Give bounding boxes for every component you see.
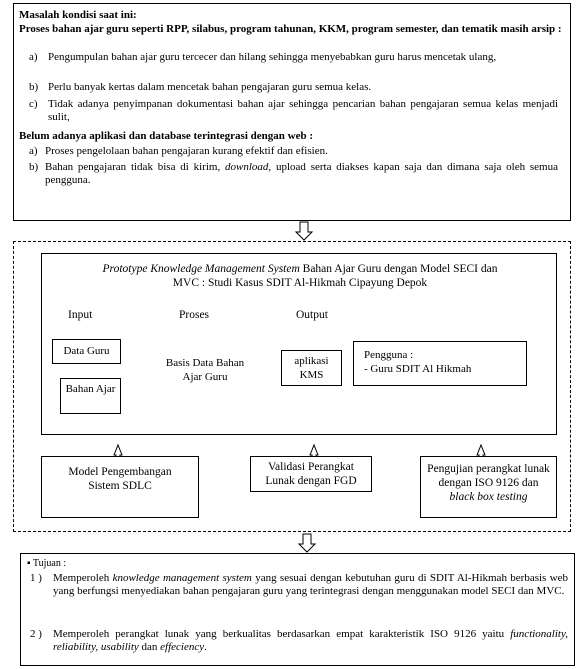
hollow-down-arrow-2	[297, 533, 317, 553]
problem-item-marker: a)	[29, 51, 38, 63]
problem-item: Perlu banyak kertas dalam mencetak bahan…	[48, 81, 372, 93]
framework-title-italic: Prototype Knowledge Management System	[102, 263, 300, 275]
problem-item-marker: c)	[29, 98, 38, 110]
user-title: Pengguna :	[364, 349, 414, 361]
label-output: Output	[296, 309, 328, 321]
goal2-text-before: Memperoleh perangkat lunak yang berkuali…	[53, 628, 511, 640]
user-item: - Guru SDIT Al Hikmah	[364, 363, 472, 375]
problem2-text-italic: download	[225, 161, 269, 173]
user-box	[353, 341, 527, 386]
problem2-item: Proses pengelolaan bahan pengajaran kura…	[45, 145, 328, 157]
label-input: Input	[68, 309, 93, 321]
problem-subtitle: Proses bahan ajar guru seperti RPP, sila…	[19, 23, 562, 35]
goal-heading-text: Tujuan :	[32, 558, 67, 569]
sdlc-box: Model Pengembangan Sistem SDLC	[41, 456, 199, 518]
goal-text-after: yang sesuai dengan kebutuhan guru di SDI…	[53, 572, 569, 597]
goal-heading: ▪ Tujuan :	[27, 557, 66, 570]
fgd-validation-box: Validasi Perangkat Lunak dengan FGD	[250, 456, 372, 492]
problem-item: Tidak adanya penyimpanan dokumentasi bah…	[48, 98, 558, 123]
framework-title-rest: Bahan Ajar Guru dengan Model SECI dan MV…	[172, 263, 498, 289]
iso-testing-text: Pengujian perangkat lunak dengan ISO 912…	[427, 463, 550, 489]
goal2-text-italic: functionality, reliability, usability	[53, 628, 568, 653]
data-guru-box: Data Guru	[52, 339, 121, 364]
hollow-down-arrow-1	[294, 221, 314, 241]
problem-box	[13, 3, 571, 221]
bahan-ajar-box: Bahan Ajar	[60, 378, 121, 414]
goal2-text-after: .	[204, 641, 207, 653]
problem2-item-marker: a)	[29, 145, 38, 157]
iso-testing-italic: black box testing	[449, 491, 528, 503]
problem2-text-before: Bahan pengajaran tidak bisa di kirim,	[45, 161, 225, 173]
goal-item-marker: 1 )	[30, 572, 42, 584]
problem-subtitle-2: Belum adanya aplikasi dan database terin…	[19, 130, 313, 142]
goal-text-italic: knowledge management system	[112, 572, 252, 584]
goal2-text-mid: dan	[138, 641, 161, 653]
app-kms-box: aplikasi KMS	[281, 350, 342, 386]
problem2-item-marker: b)	[29, 161, 39, 173]
problem-item-marker: b)	[29, 81, 39, 93]
problem2-text-after: , upload serta diakses kapan saja dan di…	[45, 161, 558, 186]
goal-item: Memperoleh knowledge management system y…	[53, 572, 568, 598]
goal2-text-italic2: effeciency	[160, 641, 205, 653]
problem2-item: Bahan pengajaran tidak bisa di kirim, do…	[45, 161, 558, 187]
label-proses: Proses	[179, 309, 210, 321]
problem-title: Masalah kondisi saat ini:	[19, 9, 137, 21]
goal-item-marker: 2 )	[30, 628, 42, 640]
framework-dashed-frame	[13, 241, 571, 532]
framework-title: Prototype Knowledge Management System Ba…	[90, 262, 510, 290]
iso-testing-box: Pengujian perangkat lunak dengan ISO 912…	[420, 456, 557, 518]
goal-item: Memperoleh perangkat lunak yang berkuali…	[53, 628, 568, 654]
database-label: Basis Data Bahan Ajar Guru	[165, 357, 245, 383]
goal-text-before: Memperoleh	[53, 572, 113, 584]
problem-item: Pengumpulan bahan ajar guru tercecer dan…	[48, 51, 497, 63]
bullet-icon: ▪	[27, 558, 33, 569]
goal-box	[20, 553, 575, 666]
